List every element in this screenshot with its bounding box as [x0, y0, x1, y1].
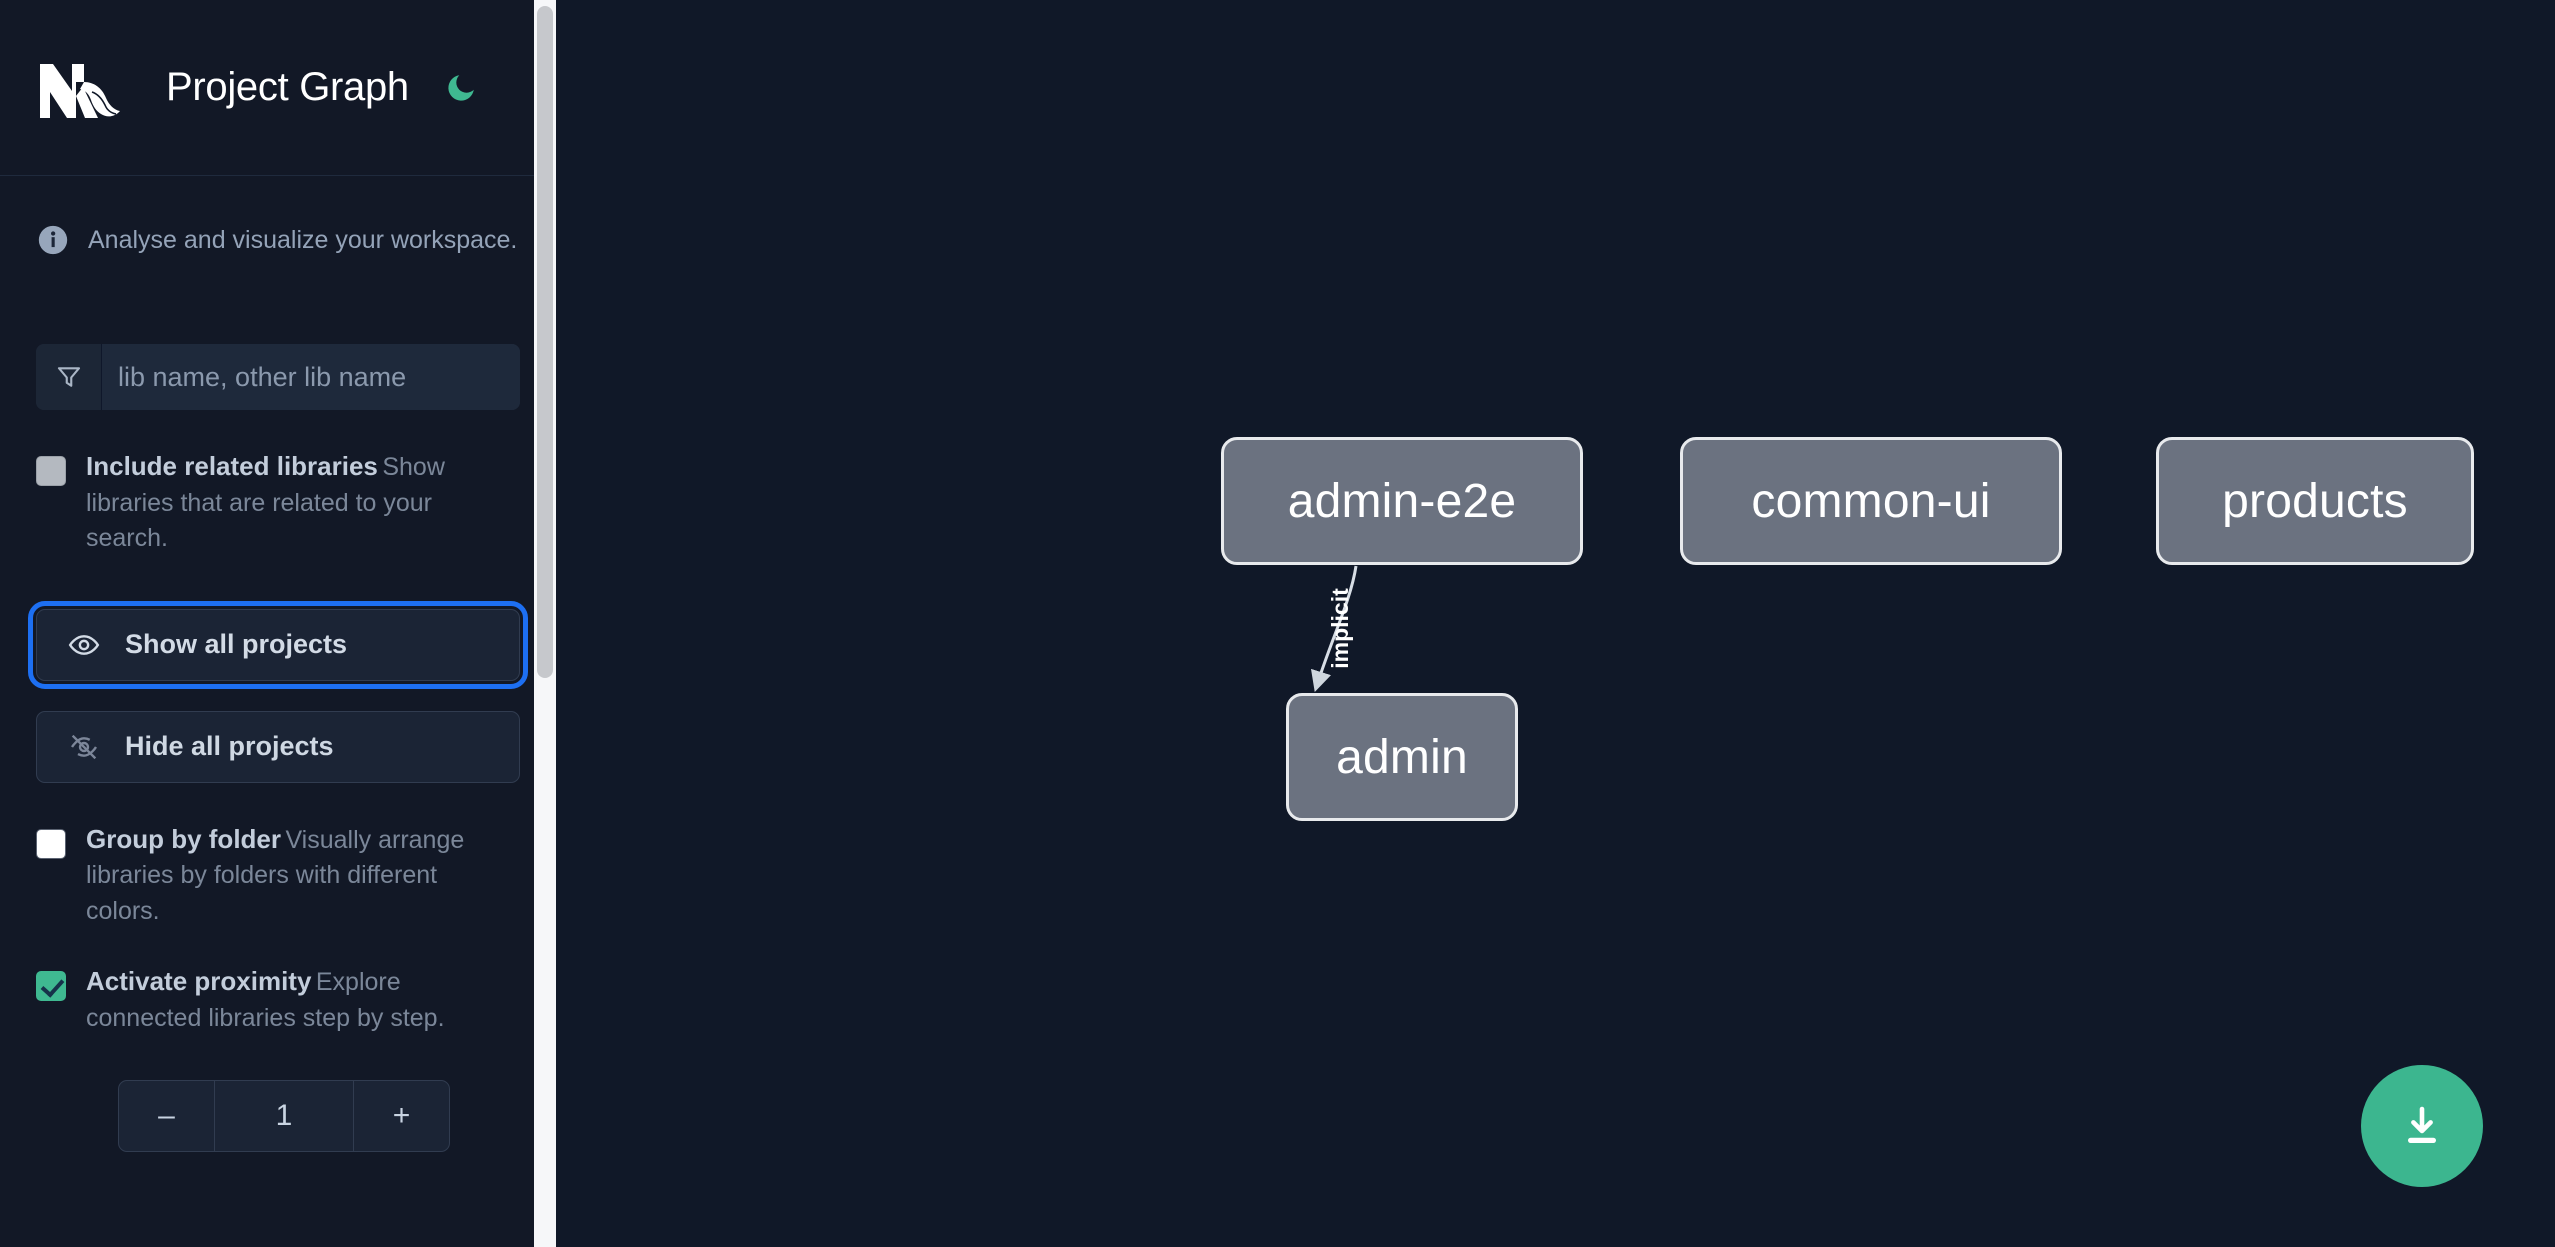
graph-node-admin[interactable]: admin [1286, 693, 1518, 821]
sidebar: Project Graph Analyse and visualize your… [0, 0, 556, 1247]
option-include-related-libraries[interactable]: Include related libraries Show libraries… [36, 450, 520, 557]
option-group-by-folder[interactable]: Group by folder Visually arrange librari… [36, 823, 520, 930]
info-banner: Analyse and visualize your workspace. [0, 176, 556, 274]
graph-node-label: products [2222, 474, 2408, 528]
proximity-stepper: – 1 + [118, 1080, 450, 1152]
graph-edges [1310, 565, 1358, 693]
hide-all-projects-button[interactable]: Hide all projects [36, 710, 520, 783]
group-by-folder-checkbox[interactable] [36, 828, 66, 859]
activate-proximity-checkbox[interactable] [36, 971, 66, 1001]
sidebar-scrollbar[interactable] [534, 0, 556, 1247]
option-activate-proximity[interactable]: Activate proximity Explore connected lib… [36, 965, 520, 1036]
option-description: Explore connected libraries step by step… [86, 968, 445, 1032]
option-label: Activate proximity [86, 966, 312, 996]
hide-all-projects-label: Hide all projects [125, 731, 334, 761]
info-icon [36, 223, 70, 257]
proximity-increment-button[interactable]: + [353, 1081, 449, 1151]
graph-node-label: admin-e2e [1287, 474, 1517, 528]
sidebar-scrollbar-thumb[interactable] [537, 6, 553, 678]
graph-node-label: admin [1336, 730, 1468, 784]
download-graph-button[interactable] [2361, 1065, 2483, 1187]
graph-edge-label-admin-implicit: implicit [1326, 588, 1353, 669]
include-related-libraries-checkbox [36, 456, 66, 486]
nx-logo-icon [36, 56, 132, 120]
moon-icon[interactable] [437, 64, 485, 112]
graph-node-label: common-ui [1751, 474, 1991, 528]
graph-node-common-ui[interactable]: common-ui [1680, 437, 2062, 565]
eye-off-icon [65, 728, 103, 766]
download-icon [2408, 1106, 2437, 1144]
search-input[interactable] [102, 344, 520, 410]
show-all-projects-label: Show all projects [125, 629, 348, 659]
option-description: Show libraries that are related to your … [86, 453, 445, 552]
sidebar-body: Include related libraries Show libraries… [0, 344, 556, 1152]
option-label: Include related libraries [86, 451, 378, 481]
graph-canvas[interactable]: admin-e2e common-ui products store-e2e a… [556, 0, 2555, 1247]
filter-funnel-icon [36, 344, 102, 410]
graph-node-products[interactable]: products [2156, 437, 2474, 565]
sidebar-header: Project Graph [0, 0, 556, 176]
option-description: Visually arrange libraries by folders wi… [86, 825, 465, 925]
search-field[interactable] [36, 344, 520, 410]
proximity-value: 1 [275, 1099, 293, 1132]
option-label: Group by folder [86, 823, 281, 854]
show-all-projects-button[interactable]: Show all projects [28, 600, 528, 689]
graph-node-admin-e2e[interactable]: admin-e2e [1221, 437, 1583, 565]
info-text: Analyse and visualize your workspace. [88, 225, 518, 254]
app-title: Project Graph [166, 65, 409, 109]
eye-icon [65, 626, 103, 664]
proximity-decrement-button[interactable]: – [119, 1081, 215, 1151]
